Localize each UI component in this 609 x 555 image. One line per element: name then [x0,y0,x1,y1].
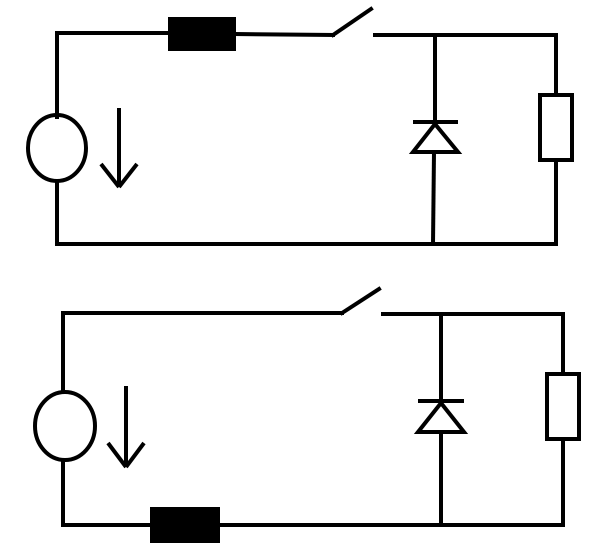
inductor [168,17,236,51]
diode [413,399,469,434]
switch [339,286,382,316]
arrow-down-icon [106,386,146,469]
switch [330,6,374,38]
circuit-top-wires [55,31,558,247]
current-source [26,113,88,183]
inductor [150,507,220,543]
circuit-bottom [33,286,581,543]
resistor [538,93,574,162]
circuit-bottom-wires [61,311,565,527]
arrow-down-icon [99,108,139,189]
resistor [545,372,581,441]
diode [408,120,463,154]
current-source [33,390,97,462]
circuit-top [26,6,574,247]
